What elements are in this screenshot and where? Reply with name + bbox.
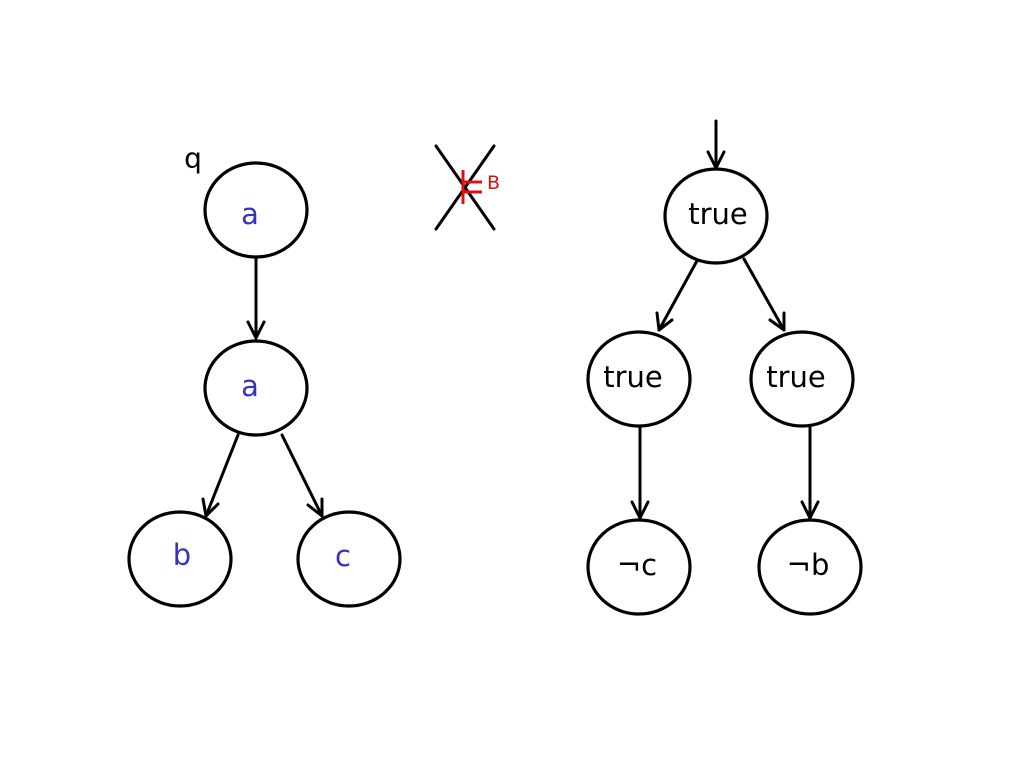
left-node-root: a <box>203 161 309 259</box>
right-edge-root-midleft <box>655 257 700 332</box>
left-node-mid: a <box>203 339 309 437</box>
state-label-q: q <box>184 142 202 175</box>
node-label: b <box>173 538 191 572</box>
node-label: true <box>688 197 748 231</box>
right-node-leaf-right: ¬b <box>757 518 863 616</box>
not-models-symbol: B <box>434 144 500 231</box>
node-label: ¬b <box>787 548 830 582</box>
right-node-root: true <box>663 167 769 265</box>
node-circle <box>127 510 233 608</box>
initial-arrow <box>706 119 726 170</box>
cross-stroke-2 <box>434 144 496 231</box>
models-subscript: B <box>487 172 500 194</box>
node-label: a <box>241 369 259 403</box>
right-node-mid-right: true <box>749 330 855 428</box>
left-node-leaf-right: c <box>296 510 402 608</box>
right-edge-root-midright <box>742 257 786 332</box>
node-label: c <box>335 539 351 573</box>
left-tree: q a a b c <box>127 142 402 608</box>
node-circle <box>663 167 769 265</box>
node-circle <box>203 339 309 437</box>
node-circle <box>757 518 863 616</box>
right-node-leaf-left: ¬c <box>586 518 692 616</box>
node-label: true <box>603 360 663 394</box>
node-circle <box>203 161 309 259</box>
right-edge-midleft-leafleft <box>630 425 650 520</box>
node-circle <box>586 330 692 428</box>
right-edge-midright-leafright <box>800 425 820 520</box>
node-circle <box>586 518 692 616</box>
right-node-mid-left: true <box>586 330 692 428</box>
node-label: a <box>241 197 259 231</box>
node-label: true <box>766 360 826 394</box>
left-edge-root-mid <box>246 255 266 340</box>
left-edge-mid-leafright <box>280 433 324 518</box>
left-node-leaf-left: b <box>127 510 233 608</box>
left-edge-mid-leafleft <box>201 433 240 518</box>
right-tree: true true true ¬c ¬b <box>586 119 863 616</box>
node-circle <box>296 510 402 608</box>
node-circle <box>749 330 855 428</box>
node-label: ¬c <box>617 548 657 582</box>
